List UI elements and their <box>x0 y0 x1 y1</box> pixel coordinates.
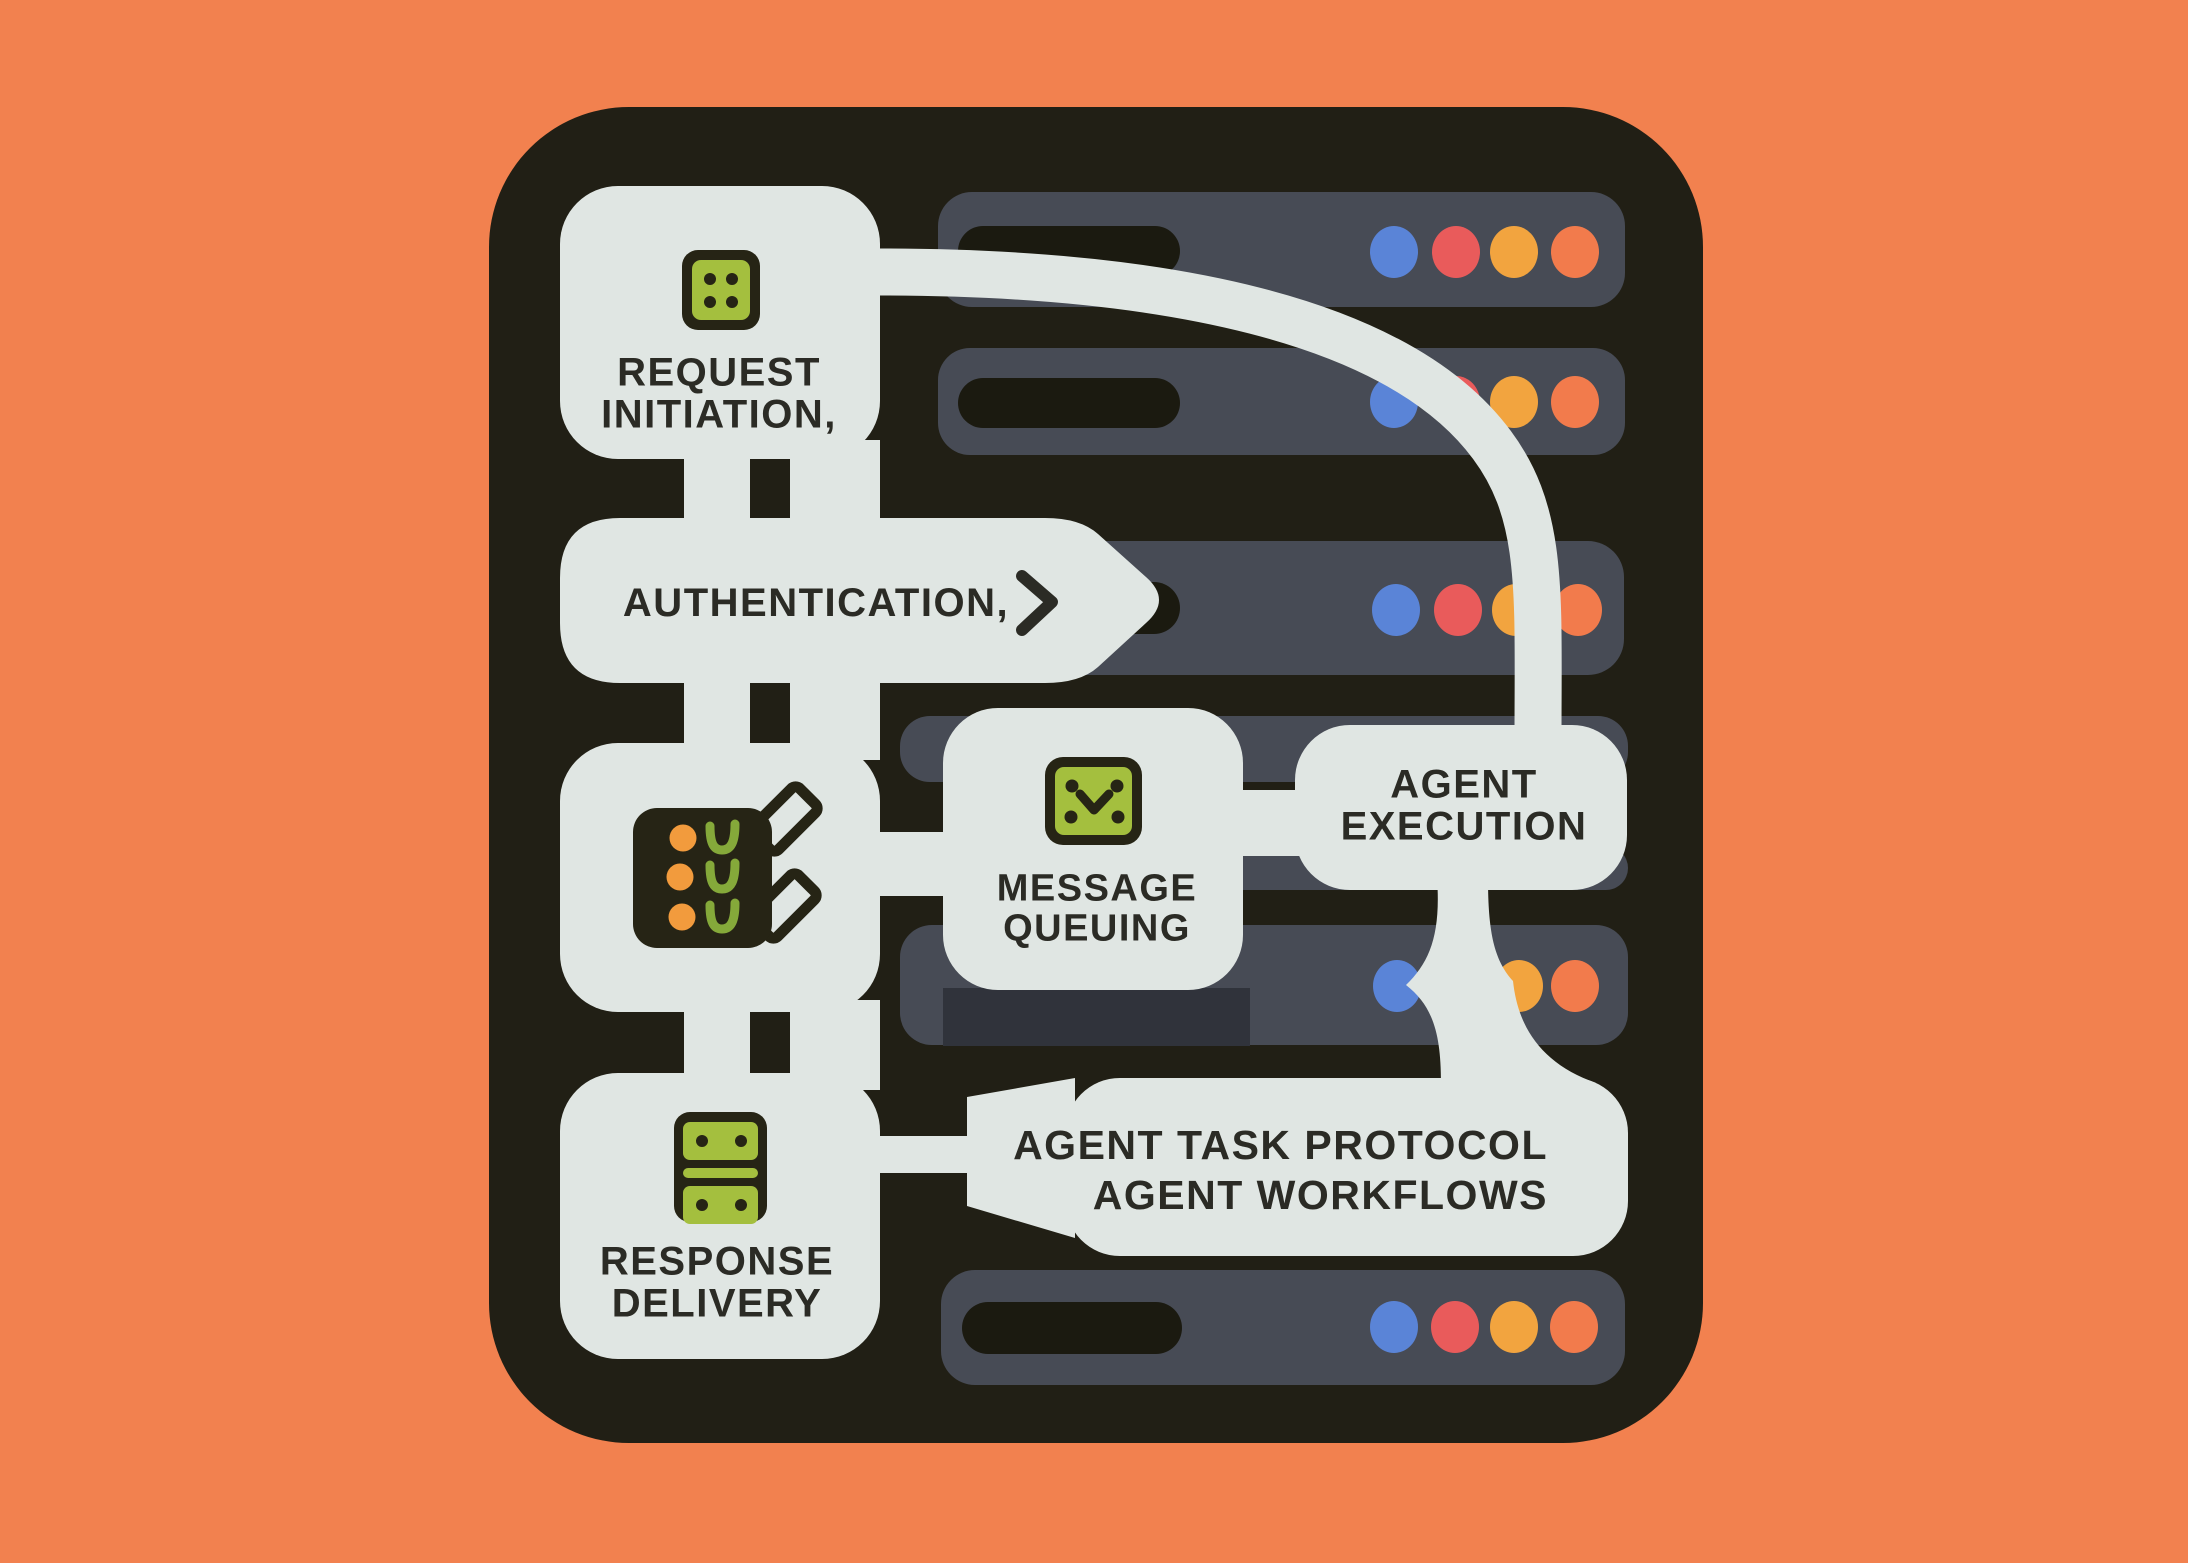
server-rack-row-2 <box>938 348 1625 455</box>
connector-request-to-agent-execution <box>878 248 1562 739</box>
led-blue-icon <box>1370 226 1418 278</box>
led-red-icon <box>1432 226 1480 278</box>
led-orange-icon <box>1490 1301 1538 1353</box>
task-list-icon <box>633 781 823 948</box>
chevron-right-icon <box>1016 570 1058 636</box>
check-mark <box>705 858 740 894</box>
connector-agent-execution-to-task-protocol <box>1406 878 1596 1090</box>
led-coral-icon <box>1551 960 1599 1012</box>
check-mark <box>705 819 740 855</box>
node-agent-task-protocol <box>1065 1078 1628 1256</box>
led-orange-icon <box>1490 376 1538 428</box>
led-coral-icon <box>1554 584 1602 636</box>
task-dot <box>666 863 694 891</box>
rack-bar <box>941 1270 1625 1385</box>
message-check-icon <box>1045 757 1142 845</box>
led-coral-icon <box>1550 1301 1598 1353</box>
led-coral-icon <box>1551 376 1599 428</box>
server-stack-icon <box>674 1112 767 1224</box>
task-dot <box>668 903 696 931</box>
led-orange-icon <box>1490 226 1538 278</box>
node-message-queuing <box>943 708 1243 990</box>
check-mark <box>705 898 740 934</box>
rack-slot <box>962 1302 1182 1354</box>
led-red-icon <box>1434 584 1482 636</box>
connector-task-protocol-to-response-arrow <box>858 1078 1075 1238</box>
chevron-down-icon <box>1075 789 1114 815</box>
dice-icon <box>682 250 760 330</box>
led-blue-icon <box>1370 1301 1418 1353</box>
led-blue-icon <box>1373 960 1421 1012</box>
led-red-icon <box>1431 1301 1479 1353</box>
rack-bar-shadow <box>943 988 1250 1046</box>
node-authentication <box>560 518 1159 683</box>
led-coral-icon <box>1551 226 1599 278</box>
task-dot <box>669 824 697 852</box>
server-rack-row-6 <box>941 1270 1625 1385</box>
node-agent-execution <box>1295 725 1627 890</box>
rack-slot <box>958 378 1180 428</box>
led-blue-icon <box>1372 584 1420 636</box>
